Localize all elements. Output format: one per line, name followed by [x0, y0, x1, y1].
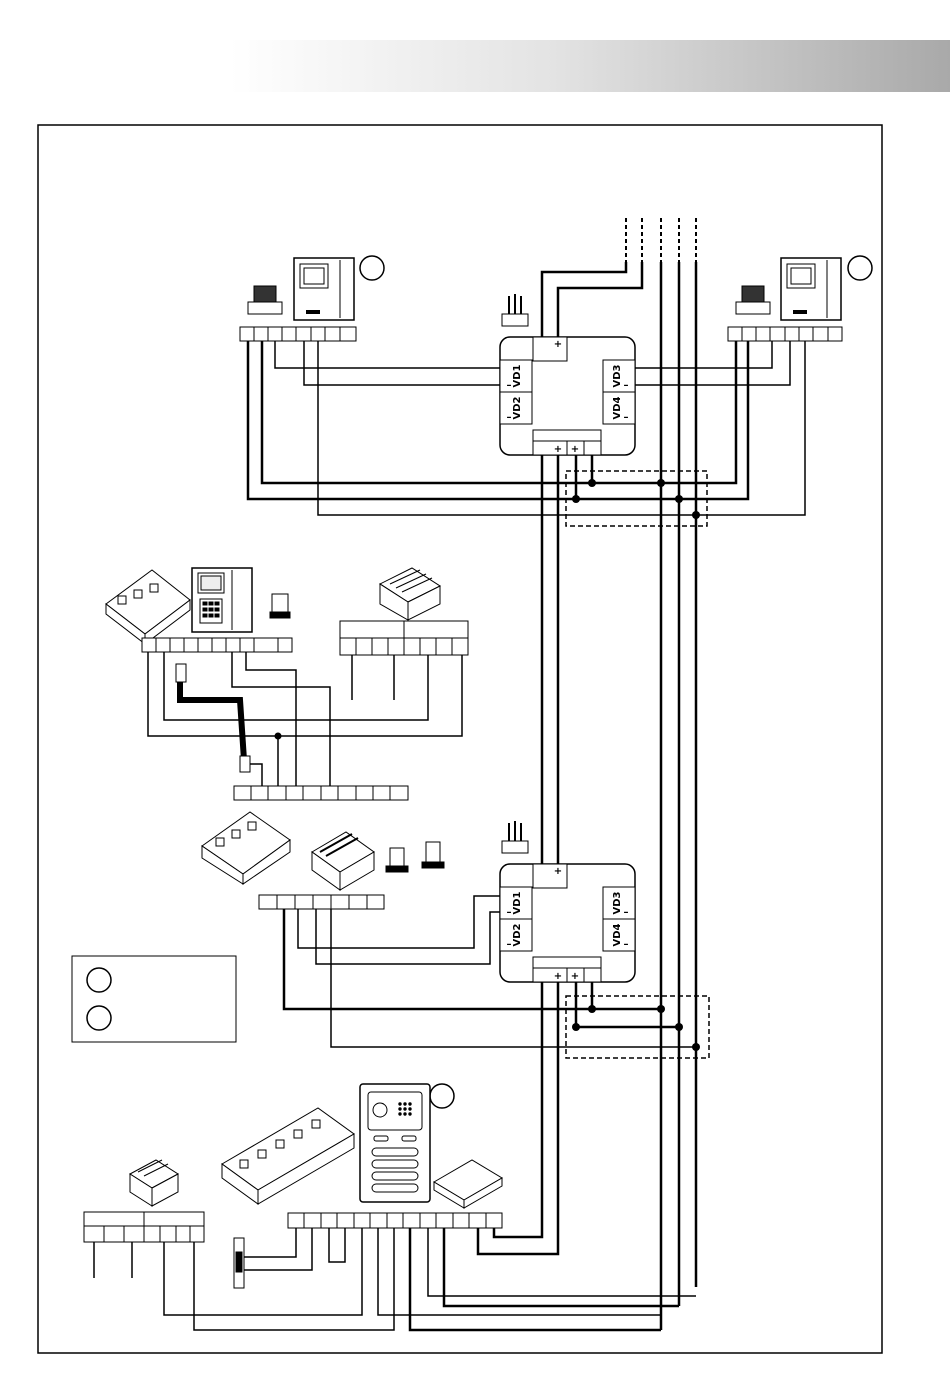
relay-module-icon — [202, 812, 290, 884]
connector-plug-icon — [386, 842, 444, 872]
vd3-label: VD3 — [612, 364, 623, 387]
interface-terminal-block — [259, 895, 384, 909]
power-supply-icon — [380, 568, 440, 620]
junction-dot — [275, 733, 282, 740]
plus-label: + — [571, 444, 579, 455]
coax-cable — [176, 664, 250, 772]
relay-module-icon — [222, 1108, 354, 1204]
video-monitor-icon — [294, 258, 354, 320]
vd2-label: VD2 — [512, 396, 523, 419]
minus-label: – — [507, 380, 512, 391]
monitor-bracket-icon — [248, 286, 282, 314]
riser-bus-dashed — [626, 218, 696, 262]
legend-marker-circle — [360, 256, 384, 280]
minus-label: – — [624, 939, 629, 950]
monitor-bracket-icon — [736, 286, 770, 314]
monitor-unit-1 — [240, 256, 384, 341]
legend-box — [72, 956, 236, 1042]
minus-label: – — [624, 380, 629, 391]
video-monitor-icon — [781, 258, 841, 320]
monitor-terminal-block — [142, 638, 292, 652]
monitor-terminal-block — [240, 327, 356, 341]
vd3-label: VD3 — [612, 891, 623, 914]
legend-marker-circle — [87, 1006, 111, 1030]
power-supply-icon — [130, 1160, 178, 1206]
vd1-label: VD1 — [512, 364, 523, 387]
monitor-power-wires — [248, 341, 748, 499]
minus-label: – — [624, 907, 629, 918]
plus-label: + — [554, 339, 562, 350]
plus-label: + — [554, 444, 562, 455]
entrance-panel-icon — [360, 1084, 430, 1202]
vd1-label: VD1 — [512, 891, 523, 914]
minus-label: – — [507, 939, 512, 950]
handsfree-monitor-icon — [192, 568, 252, 632]
vd4-label: VD4 — [612, 923, 623, 946]
plus-label: + — [571, 971, 579, 982]
video-interface-icon — [312, 832, 374, 890]
door-module-icon — [434, 1160, 502, 1208]
minus-label: – — [507, 907, 512, 918]
legend-marker-circle — [87, 968, 111, 992]
jumper-icon — [502, 821, 528, 853]
vd4-label: VD4 — [612, 396, 623, 419]
entrance-panel-terminal-block — [288, 1213, 502, 1228]
relay-module-icon — [106, 570, 190, 644]
intercom-wiring — [148, 652, 462, 786]
vd2-label: VD2 — [512, 923, 523, 946]
door-lock-icon — [234, 1238, 244, 1288]
plus-label: + — [554, 866, 562, 877]
legend-marker-circle — [848, 256, 872, 280]
jumper-icon — [502, 294, 528, 326]
push-button-icon — [270, 594, 290, 618]
plus-label: + — [554, 971, 562, 982]
interface-wiring — [298, 896, 696, 1047]
legend-marker-circle — [430, 1084, 454, 1108]
minus-label: – — [624, 412, 629, 423]
minus-label: – — [507, 412, 512, 423]
panel-wiring — [94, 1228, 696, 1330]
monitor-unit-2 — [728, 256, 872, 341]
